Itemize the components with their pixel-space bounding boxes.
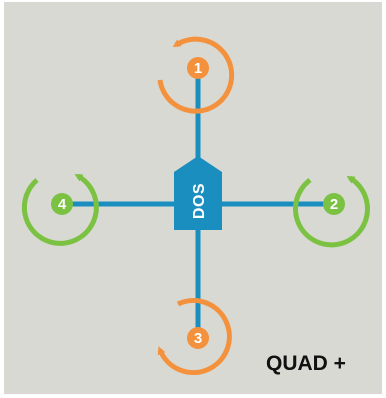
flight-controller-label: DOS xyxy=(191,183,208,219)
motor-3: 3 xyxy=(157,298,232,376)
configuration-label: QUAD + xyxy=(266,352,346,375)
rotation-arrow-ccw-icon xyxy=(157,298,232,376)
rotation-arrow-ccw-icon xyxy=(157,36,235,114)
motor-2: 2 xyxy=(293,175,370,248)
motor-2-number: 2 xyxy=(330,196,338,213)
motor-1: 1 xyxy=(157,36,235,114)
rotation-arrow-cw-icon xyxy=(21,173,99,246)
motor-4: 4 xyxy=(21,173,99,246)
motor-4-number: 4 xyxy=(58,196,67,213)
flight-controller: DOS xyxy=(174,156,222,230)
motor-1-number: 1 xyxy=(194,60,202,77)
motor-3-number: 3 xyxy=(194,330,202,347)
rotation-arrow-cw-icon xyxy=(293,175,370,248)
